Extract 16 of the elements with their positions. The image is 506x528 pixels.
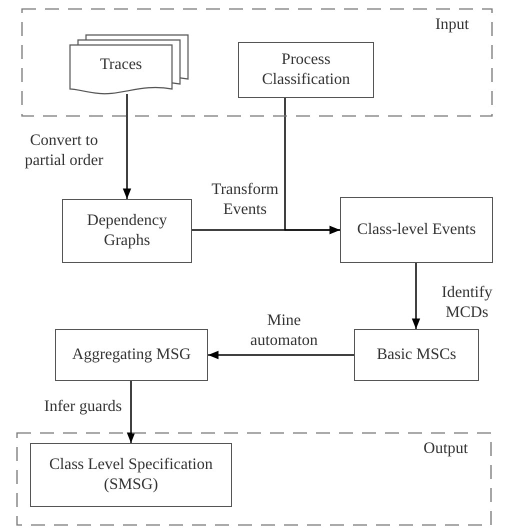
process-box: Process Classification xyxy=(238,42,374,98)
dashed-group-frame xyxy=(21,8,493,117)
group-heading: Input xyxy=(435,16,469,34)
arrow xyxy=(126,381,136,443)
arrow xyxy=(208,350,354,360)
process-box: Basic MSCs xyxy=(354,329,479,381)
arrow xyxy=(284,98,340,234)
arrow xyxy=(122,94,132,199)
arrow xyxy=(412,263,420,329)
process-box: Class Level Specification (SMSG) xyxy=(30,443,232,507)
group-heading: Output xyxy=(424,440,468,458)
node-label: Traces xyxy=(98,56,144,74)
process-box: Aggregating MSG xyxy=(55,329,208,381)
dashed-group-frame xyxy=(16,432,492,526)
process-box: Dependency Graphs xyxy=(62,199,192,263)
process-box: Class-level Events xyxy=(340,197,493,263)
